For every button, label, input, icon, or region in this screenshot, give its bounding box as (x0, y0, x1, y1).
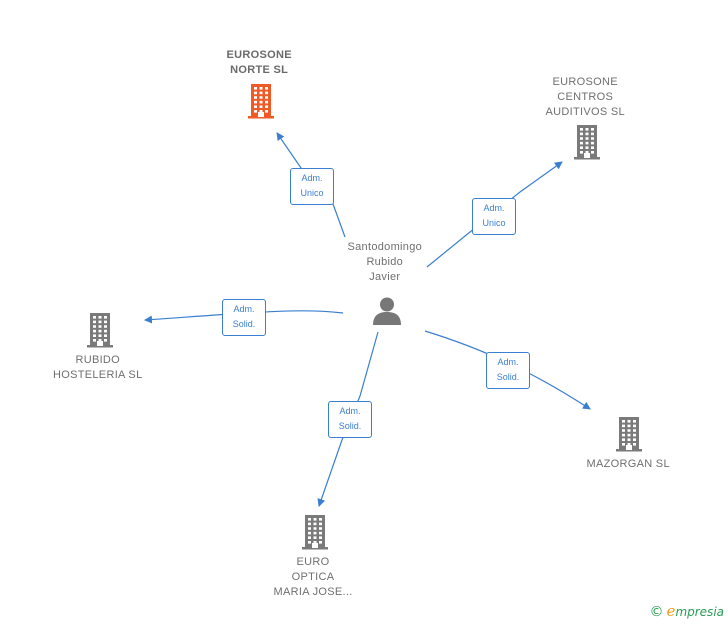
relation-text: Adm. (483, 203, 505, 213)
label-line: HOSTELERIA SL (53, 369, 143, 381)
label-line: EUROSONE (226, 49, 292, 61)
relation-badge-eurosone-centros[interactable]: Adm. Unico (472, 198, 516, 235)
relation-text: Unico (300, 188, 324, 198)
node-icon[interactable] (614, 416, 644, 457)
brand-initial: e (666, 602, 676, 620)
label-line: Santodomingo (347, 241, 423, 253)
relation-text: Adm. (301, 173, 323, 183)
relation-badge-mazorgan[interactable]: Adm. Solid. (486, 352, 530, 389)
relation-text: Adm. (497, 357, 519, 367)
label-line: AUDITIVOS SL (545, 106, 625, 118)
relation-badge-eurosone-norte[interactable]: Adm. Unico (290, 168, 334, 205)
node-icon[interactable] (246, 83, 276, 124)
relation-badge-rubido-hosteleria[interactable]: Adm. Solid. (222, 299, 266, 336)
building-icon (574, 125, 600, 160)
node-icon[interactable] (372, 296, 402, 331)
relation-badge-euro-optica[interactable]: Adm. Solid. (328, 401, 372, 438)
company-label-eurosone-centros[interactable]: EUROSONE CENTROS AUDITIVOS SL (546, 75, 625, 120)
label-line: RUBIDO (75, 354, 121, 366)
label-line: EUROSONE (552, 76, 618, 88)
relation-text: Solid. (232, 319, 256, 329)
building-icon (302, 515, 328, 550)
label-line: OPTICA (291, 571, 335, 583)
node-icon[interactable] (572, 124, 602, 165)
relation-text: Solid. (338, 421, 362, 431)
company-label-eurosone-norte[interactable]: EUROSONE NORTE SL (227, 48, 292, 78)
edge-rubido-hosteleria (144, 310, 344, 324)
building-icon (616, 417, 642, 452)
empresia-logo: ©empresia (650, 602, 724, 620)
node-icon[interactable] (85, 312, 115, 353)
building-icon (248, 84, 274, 119)
label-line: CENTROS (557, 91, 614, 103)
copyright-mark: © (649, 604, 664, 620)
company-label-mazorgan[interactable]: MAZORGAN SL (587, 457, 670, 472)
label-line: NORTE SL (230, 64, 289, 76)
relation-text: Adm. (339, 406, 361, 416)
company-label-euro-optica[interactable]: EURO OPTICA MARIA JOSE... (274, 555, 353, 600)
relation-text: Solid. (496, 372, 520, 382)
label-line: Rubido (366, 256, 404, 268)
building-icon (87, 313, 113, 348)
relation-text: Unico (482, 218, 506, 228)
company-label-rubido-hosteleria[interactable]: RUBIDO HOSTELERIA SL (53, 353, 143, 383)
node-icon[interactable] (300, 514, 330, 555)
brand-name: mpresia (675, 605, 724, 619)
label-line: Javier (369, 271, 401, 283)
label-line: MARIA JOSE... (273, 586, 353, 598)
relation-text: Adm. (233, 304, 255, 314)
person-icon (373, 297, 401, 325)
label-line: EURO (296, 556, 330, 568)
label-line: MAZORGAN SL (586, 458, 670, 470)
